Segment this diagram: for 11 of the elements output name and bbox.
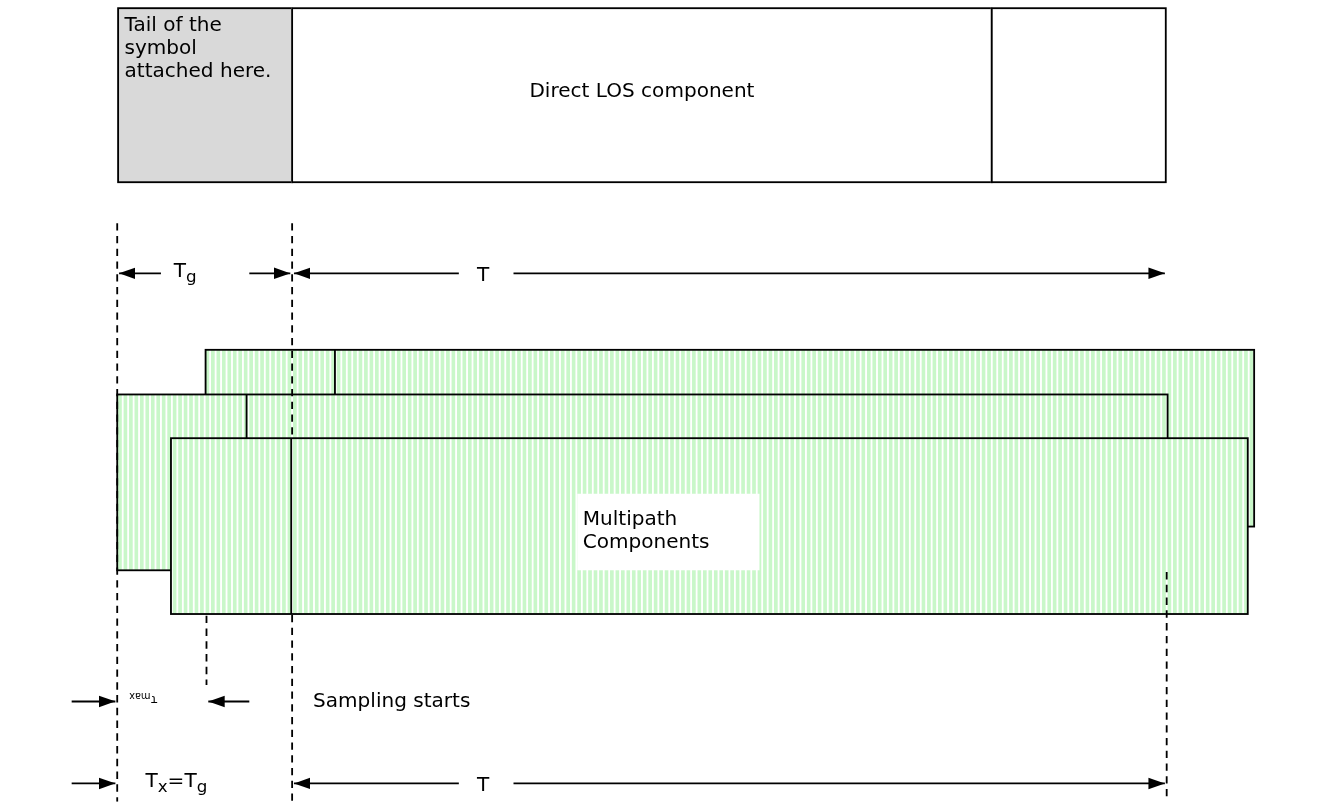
symbol-segment-box bbox=[291, 7, 993, 184]
node-text: Multipath Components bbox=[582, 506, 711, 553]
annotation-text: Sampling starts bbox=[313, 690, 471, 711]
symbol-segment-box bbox=[117, 7, 294, 184]
node-text: Direct LOS component bbox=[528, 78, 756, 102]
dimension-label: T$_{g}$ bbox=[173, 260, 197, 285]
node-text: Tail of the symbol attached here. bbox=[124, 12, 273, 82]
label-patch bbox=[577, 493, 760, 571]
dimension-label: T bbox=[477, 264, 490, 285]
dimension-label: T$_{x}$=T$_{g}$ bbox=[145, 770, 208, 796]
dimension-label: T bbox=[477, 774, 490, 795]
